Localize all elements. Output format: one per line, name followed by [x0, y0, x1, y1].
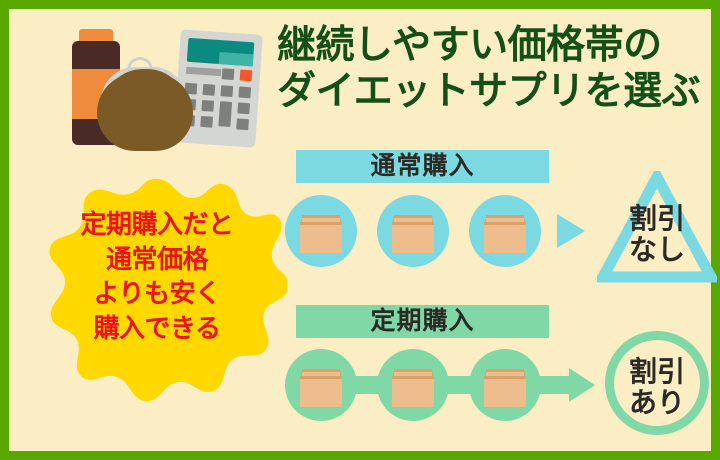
calculator-key [202, 83, 216, 96]
coin-purse-icon [97, 73, 193, 151]
box-body [300, 223, 342, 253]
banner-subscription-purchase: 定期購入 [296, 305, 549, 338]
calculator-key [201, 99, 215, 112]
triangle-outline-shape [597, 171, 717, 283]
box-circle [469, 195, 541, 267]
box-body [392, 223, 434, 253]
calculator-key [220, 85, 234, 98]
purse-clasp [127, 57, 153, 71]
cardboard-box-icon [297, 365, 345, 407]
result-line-2: あり [628, 387, 685, 419]
box-top [486, 369, 524, 378]
page-title: 継続しやすい価格帯の ダイエットサプリを選ぶ [277, 23, 717, 115]
starburst-line-4: 購入できる [93, 312, 221, 343]
banner-normal-purchase: 通常購入 [296, 150, 549, 183]
box-lip [484, 222, 526, 225]
box-circle [469, 349, 541, 421]
result-has-discount: 割引 あり [605, 331, 709, 435]
starburst-shape [49, 179, 287, 402]
starburst-line-1: 定期購入だと [80, 209, 234, 239]
starburst-line-2: 通常価格 [105, 243, 209, 274]
calculator-key [200, 115, 214, 128]
calculator-screen-highlight [218, 52, 254, 67]
triangle-arrow-icon [557, 214, 585, 248]
starburst-callout: 定期購入だと 通常価格 よりも安く 購入できる [27, 177, 287, 423]
starburst-text: 定期購入だと 通常価格 よりも安く 購入できる [27, 207, 287, 345]
cardboard-box-icon [297, 211, 345, 253]
box-top [302, 369, 340, 378]
cardboard-box-icon [481, 211, 529, 253]
calculator-key [238, 86, 252, 99]
supplement-illustration [55, 17, 263, 152]
box-top [302, 215, 340, 224]
flow-row-normal-purchase [285, 195, 705, 279]
calculator-key-tall [218, 101, 233, 127]
calculator-key [236, 118, 249, 131]
box-top [486, 215, 524, 224]
box-lip [300, 222, 342, 225]
result-label-has-discount: 割引 あり [605, 356, 709, 419]
box-body [484, 223, 526, 253]
calculator-screen [186, 37, 255, 67]
infographic-canvas: 継続しやすい価格帯の ダイエットサプリを選ぶ [9, 9, 717, 451]
starburst-line-3: よりも安く [93, 278, 221, 309]
box-circle [377, 349, 449, 421]
title-line-2: ダイエットサプリを選ぶ [277, 70, 701, 114]
box-body [484, 377, 526, 407]
box-circle [285, 195, 357, 267]
box-top [394, 369, 432, 378]
result-line-1: 割引 [628, 356, 685, 387]
box-top [394, 215, 432, 224]
bottle-cap [79, 29, 113, 43]
cardboard-box-icon [389, 211, 437, 253]
calculator-key-red [239, 69, 253, 82]
box-circle [285, 349, 357, 421]
calculator-key [221, 68, 235, 81]
result-no-discount: 割引 なし [597, 171, 717, 283]
result-line-2: なし [628, 234, 685, 266]
box-lip [484, 376, 526, 379]
cardboard-box-icon [389, 365, 437, 407]
calculator-key [237, 102, 251, 115]
calculator-keypad [182, 66, 253, 140]
box-body [300, 377, 342, 407]
flow-row-subscription-purchase [285, 349, 705, 433]
box-lip [392, 376, 434, 379]
box-circle [377, 195, 449, 267]
bottle-neck [72, 41, 120, 71]
box-body [392, 377, 434, 407]
result-label-no-discount: 割引 なし [597, 203, 717, 266]
right-arrow-icon [569, 368, 595, 402]
result-line-1: 割引 [628, 203, 685, 234]
box-lip [300, 376, 342, 379]
box-lip [392, 222, 434, 225]
cardboard-box-icon [481, 365, 529, 407]
title-line-1: 継続しやすい価格帯の [277, 24, 662, 67]
